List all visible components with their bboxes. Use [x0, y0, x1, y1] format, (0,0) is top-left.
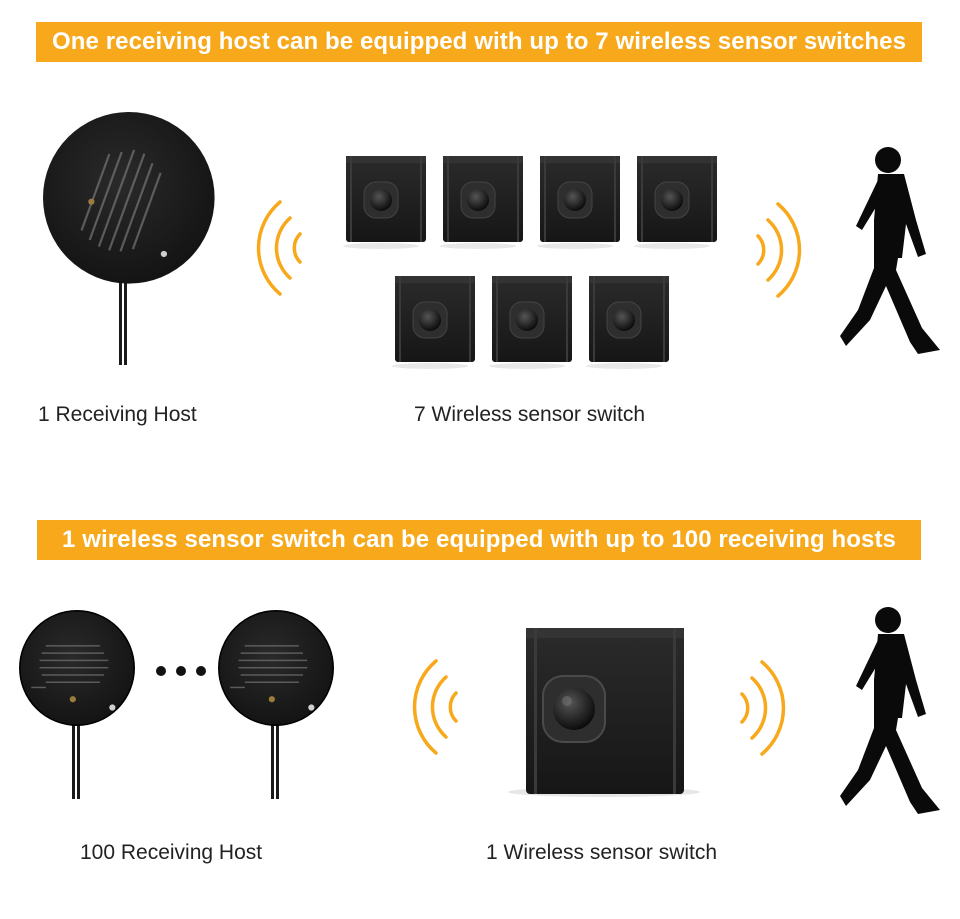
wireless-sensor-switch-icon: [508, 628, 700, 797]
signal-waves-icon: [256, 200, 302, 296]
wireless-sensor-switch-icon: [342, 155, 718, 370]
signal-waves-icon: [412, 659, 458, 755]
walking-person-icon: [840, 607, 940, 814]
switch-caption-1: 1 Wireless sensor switch: [486, 841, 718, 864]
walking-person-icon: [840, 147, 940, 354]
receiving-host-icon: [43, 112, 215, 365]
host-caption-1: 1 Receiving Host: [38, 403, 197, 426]
section1-banner: One receiving host can be equipped with …: [36, 22, 922, 62]
receiving-host-icon: [218, 610, 334, 799]
host-caption-100: 100 Receiving Host: [80, 841, 263, 864]
ellipsis-icon: [156, 666, 206, 676]
signal-waves-icon: [740, 660, 786, 756]
section2-banner: 1 wireless sensor switch can be equipped…: [37, 520, 921, 560]
switch-caption-7: 7 Wireless sensor switch: [414, 403, 646, 426]
signal-waves-icon: [756, 202, 802, 298]
receiving-host-icon: [19, 610, 135, 799]
